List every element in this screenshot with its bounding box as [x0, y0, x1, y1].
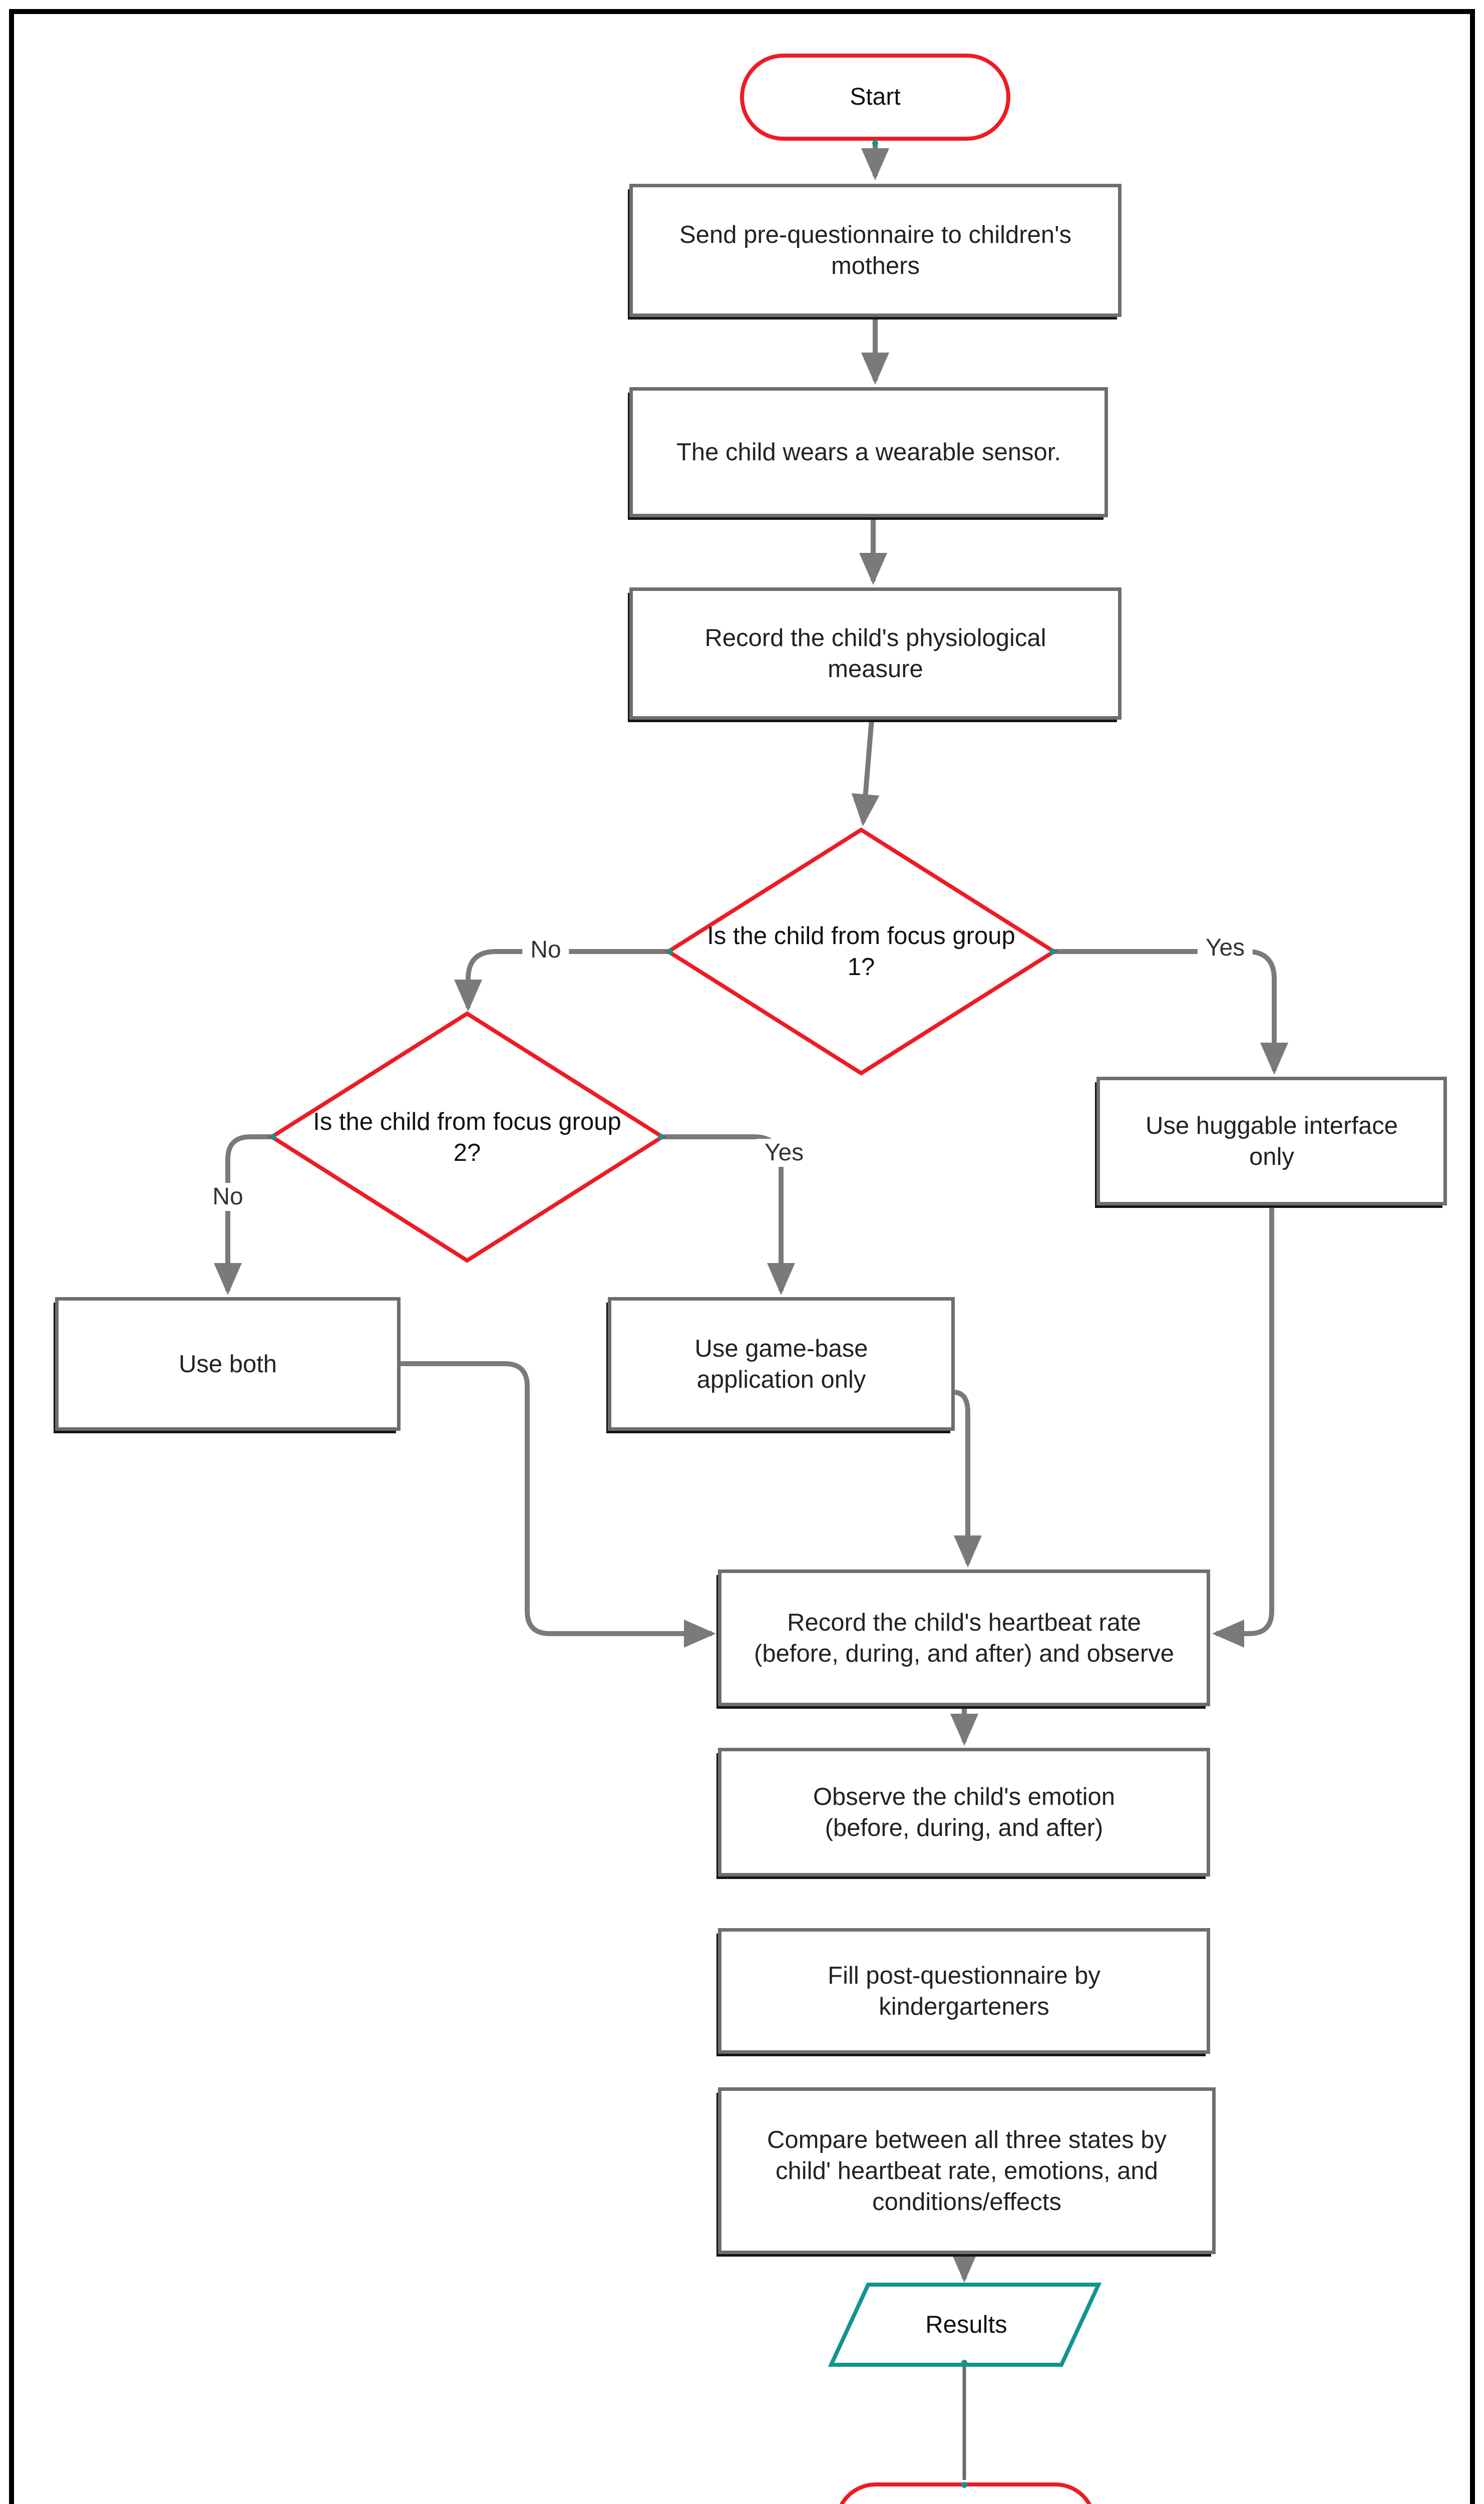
decision-focus-group-1 [664, 827, 1058, 1076]
connector-dot-start-bottom [872, 140, 878, 146]
connector-dot-d1-right [1049, 949, 1055, 955]
node-observe-emotion: Observe the child's emotion (before, dur… [718, 1748, 1210, 1876]
edge-physio-to-d1 [851, 719, 880, 826]
edge-d1-yes-to-huggable [1054, 949, 1288, 1075]
node-use-both: Use both [55, 1297, 401, 1431]
edge-d2-no-to-useboth [214, 1134, 272, 1295]
node-send-pre-questionnaire: Send pre-questionnaire to children's mot… [629, 184, 1122, 317]
edge-gamebase-to-record [954, 1390, 982, 1568]
node-results-label: Results [925, 2311, 1007, 2338]
node-wear-sensor-label: The child wears a wearable sensor. [676, 439, 1061, 466]
decision-focus-group-2 [268, 1011, 666, 1263]
edge-label-d2-yes: Yes [756, 1139, 812, 1167]
data-results-parallelogram [828, 2283, 1102, 2367]
node-focus-group-2-label: Is the child from focus group 2? [313, 1108, 621, 1166]
node-record-physiological: Record the child's physiological measure [629, 587, 1122, 720]
edge-huggable-to-record [1212, 1205, 1274, 1648]
node-results-text: Results [851, 2285, 1081, 2365]
node-record-physiological-label: Record the child's physiological measure [704, 624, 1046, 683]
node-start-label: Start [850, 84, 901, 110]
edge-label-d1-yes: Yes [1197, 934, 1253, 962]
connector-dot-d2-left [270, 1134, 276, 1140]
node-focus-group-1-text: Is the child from focus group 1? [701, 830, 1021, 1073]
node-use-huggable-label: Use huggable interface only [1146, 1112, 1398, 1170]
outer-border [9, 9, 1475, 2504]
node-compare-states: Compare between all three states by chil… [718, 2087, 1216, 2254]
connector-dot-results-bottom [961, 2360, 967, 2366]
node-record-heartbeat: Record the child's heartbeat rate (befor… [718, 1570, 1210, 1706]
node-compare-states-label: Compare between all three states by chil… [767, 2126, 1167, 2216]
node-use-game-base: Use game-base application only [608, 1297, 955, 1431]
edge-label-d1-no: No [522, 936, 569, 964]
node-use-game-base-label: Use game-base application only [694, 1335, 868, 1393]
node-use-both-label: Use both [178, 1350, 277, 1378]
node-fill-post-questionnaire: Fill post-questionnaire by kindergartene… [718, 1928, 1210, 2054]
edge-d1-no-to-d2 [454, 949, 668, 1012]
node-start: Start [740, 54, 1010, 141]
node-use-huggable: Use huggable interface only [1096, 1077, 1447, 1205]
node-focus-group-2-text: Is the child from focus group 2? [307, 1014, 627, 1261]
node-observe-emotion-label: Observe the child's emotion (before, dur… [813, 1783, 1116, 1841]
connector-dot-end-top [961, 2482, 967, 2488]
node-focus-group-1-label: Is the child from focus group 1? [707, 922, 1015, 981]
edge-useboth-to-record [401, 1361, 716, 1648]
node-wear-sensor: The child wears a wearable sensor. [629, 387, 1108, 517]
node-fill-post-questionnaire-label: Fill post-questionnaire by kindergartene… [828, 1962, 1100, 2020]
node-record-heartbeat-label: Record the child's heartbeat rate (befor… [754, 1609, 1174, 1667]
edge-label-d2-no: No [204, 1183, 251, 1211]
node-send-pre-questionnaire-label: Send pre-questionnaire to children's mot… [679, 221, 1071, 279]
connector-dot-d2-right [658, 1134, 664, 1140]
connector-dot-d1-left [667, 949, 673, 955]
